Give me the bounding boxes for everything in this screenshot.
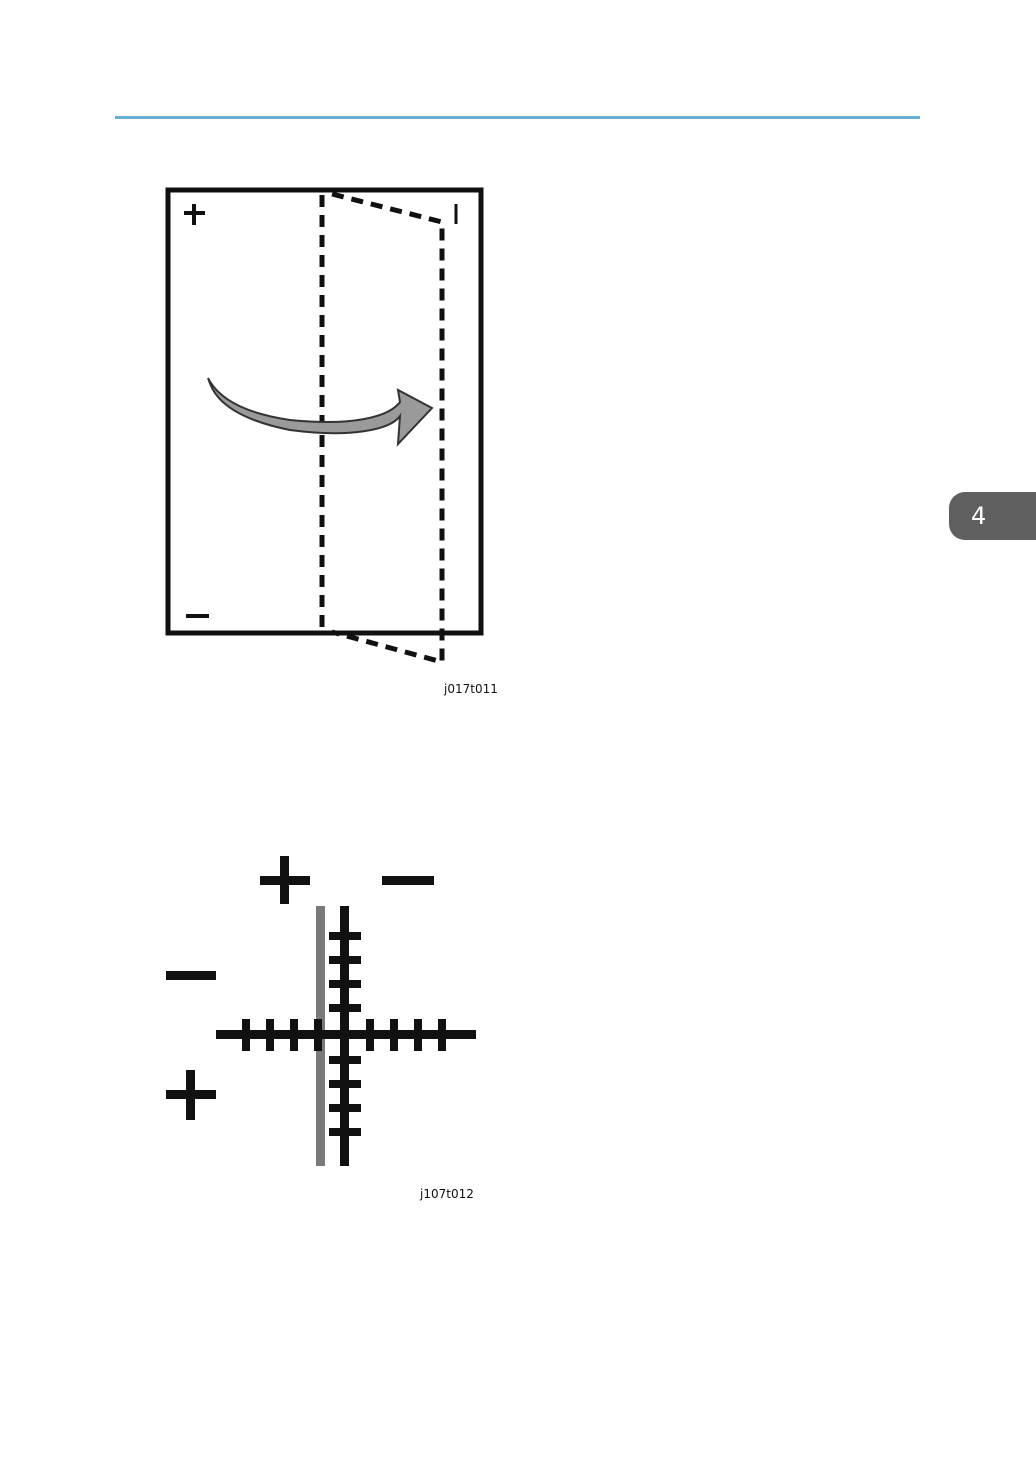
plus-sign-left (166, 1070, 216, 1120)
rotation-arrow-icon (208, 378, 432, 444)
chapter-number: 4 (971, 501, 986, 531)
header-rule (115, 116, 920, 119)
plus-sign-top (260, 856, 310, 904)
minus-sign-top (382, 876, 434, 885)
chapter-tab: 4 (949, 492, 1036, 540)
figure-crosshair: j107t012 (150, 840, 490, 1210)
crosshair-horizontal (216, 1030, 476, 1039)
minus-sign-left (166, 971, 216, 980)
figure-label: j107t012 (419, 1187, 474, 1201)
figure-label: j017t011 (443, 682, 498, 696)
plus-marker (184, 204, 205, 225)
figure-paper-skew: j017t011 (150, 180, 500, 705)
